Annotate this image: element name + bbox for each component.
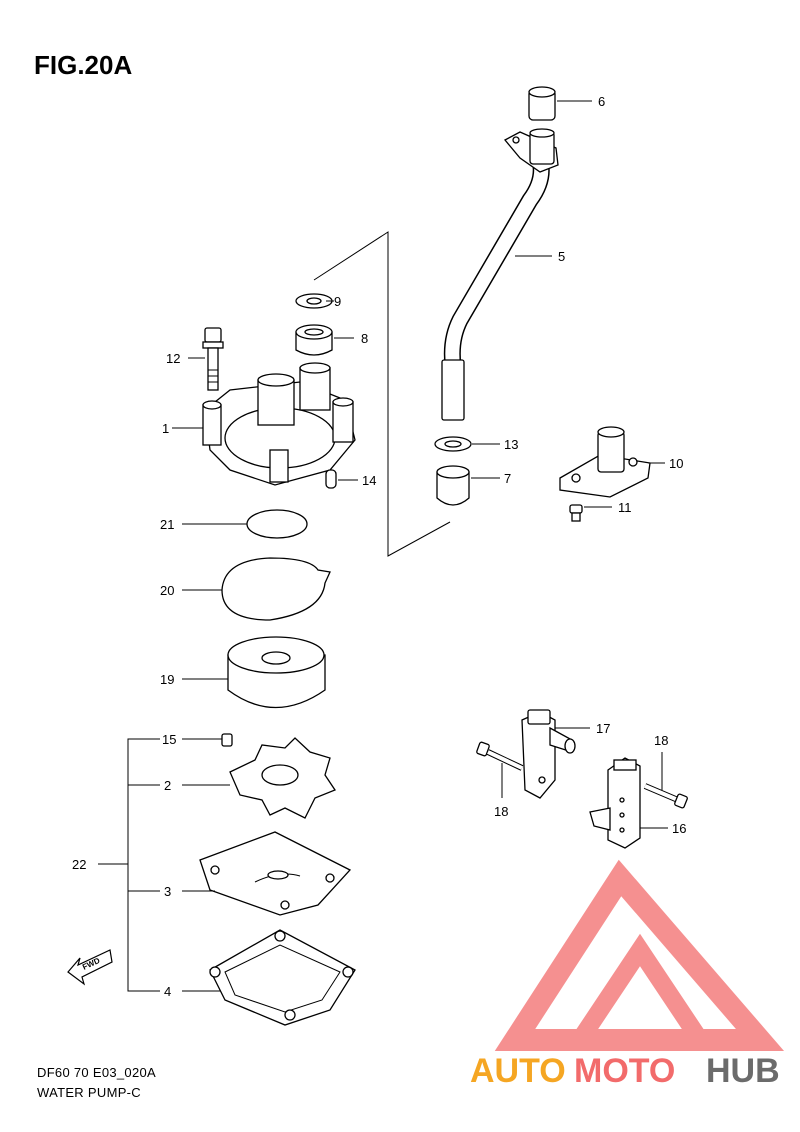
part-15-key [182, 733, 233, 747]
part-18-bolt-left [476, 741, 524, 798]
part-10-fitting [559, 426, 665, 498]
part-3-plate [182, 831, 352, 916]
part-12-bolt [188, 327, 224, 391]
watermark-logo [494, 859, 785, 1051]
callout-18-left: 18 [494, 804, 508, 819]
part-19-liner [182, 636, 326, 709]
part-6-grommet [528, 86, 592, 121]
callout-4: 4 [164, 984, 171, 999]
part-17-bracket [521, 709, 590, 799]
watermark-moto: MOTO [574, 1052, 675, 1090]
part-5-water-pipe [441, 128, 559, 421]
callout-12: 12 [166, 351, 180, 366]
callout-2: 2 [164, 778, 171, 793]
watermark-text: AUTO MOTO HUB [470, 1052, 780, 1090]
leader-bracket [313, 231, 451, 557]
part-18-bolt-right [643, 752, 688, 809]
figure-title: FIG.20A [34, 50, 133, 80]
callout-20: 20 [160, 583, 174, 598]
kit-bracket-22 [98, 738, 160, 992]
callout-1: 1 [162, 421, 169, 436]
callout-16: 16 [672, 821, 686, 836]
part-21-o-ring [182, 509, 308, 539]
part-8-bushing [295, 324, 354, 356]
part-1-pump-housing [172, 362, 356, 486]
part-16-bracket [589, 757, 668, 849]
callout-22: 22 [72, 857, 86, 872]
watermark-hub: HUB [706, 1052, 780, 1090]
callout-9: 9 [334, 294, 341, 309]
callout-5: 5 [558, 249, 565, 264]
callout-3: 3 [164, 884, 171, 899]
callout-13: 13 [504, 437, 518, 452]
callout-14: 14 [362, 473, 376, 488]
callout-18-right: 18 [654, 733, 668, 748]
part-4-gasket [182, 929, 356, 1026]
fwd-arrow-icon: FWD [67, 949, 113, 986]
callout-19: 19 [160, 672, 174, 687]
part-13-washer [434, 436, 500, 452]
part-11-screw [569, 504, 612, 522]
callout-11: 11 [618, 500, 632, 515]
watermark-auto: AUTO [470, 1052, 566, 1090]
part-7-grommet [436, 465, 500, 506]
callout-17: 17 [596, 721, 610, 736]
part-20-seal-ring [182, 557, 331, 621]
callout-6: 6 [598, 94, 605, 109]
callout-8: 8 [361, 331, 368, 346]
callout-10: 10 [669, 456, 683, 471]
callout-15: 15 [162, 732, 176, 747]
callout-21: 21 [160, 517, 174, 532]
callout-labels: 6 5 9 8 12 1 13 7 10 14 11 21 20 19 17 1… [72, 94, 686, 999]
part-9-washer [295, 293, 334, 309]
figure-code: DF60 70 E03_020A [37, 1065, 156, 1080]
part-14-pin [325, 469, 358, 489]
part-2-impeller [182, 737, 336, 819]
figure-subtitle: WATER PUMP-C [37, 1085, 141, 1100]
callout-7: 7 [504, 471, 511, 486]
